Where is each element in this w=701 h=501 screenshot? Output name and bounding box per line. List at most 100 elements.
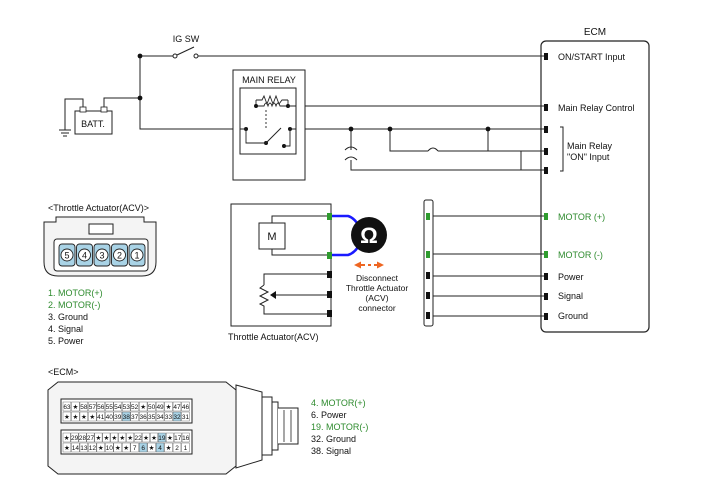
ecm-pin: 40: [105, 411, 114, 422]
ecm-pin: 53: [122, 401, 131, 412]
ecm-pin: 63: [62, 401, 72, 412]
ecm-pin-number: 16: [182, 435, 190, 442]
ecm-pin: 55: [105, 401, 114, 412]
ecm-pin: ★: [118, 432, 127, 443]
ecm-pin-number: 14: [72, 445, 80, 452]
ecm-pin: ★: [71, 411, 80, 422]
ecm-pin-number: ★: [103, 434, 109, 442]
ecm-pin: 35: [147, 411, 156, 422]
main-relay: MAIN RELAY: [232, 69, 306, 181]
ecm-pin-number: 6: [141, 445, 145, 452]
acv-pin-3: 3: [93, 243, 111, 267]
ecm-pin-number: 54: [114, 404, 122, 411]
ecm-main-relay-control-label: Main Relay Control: [558, 103, 635, 113]
ecm-connector-title: <ECM>: [48, 367, 79, 377]
ecm-pin: ★: [71, 401, 80, 412]
ecm-pin: 14: [71, 442, 80, 453]
ecm-pin: 28: [78, 432, 87, 443]
ecm-legend-item: 4. MOTOR(+): [311, 398, 366, 408]
potentiometer-icon: [258, 284, 328, 315]
ecm-pin: 19: [158, 432, 166, 443]
ecm-pin-number: 19: [158, 435, 166, 442]
ecm-pin: ★: [110, 432, 119, 443]
ecm-pin: ★: [165, 432, 174, 443]
ohmmeter-icon: Ω: [351, 217, 387, 253]
ecm-pin: 13: [79, 442, 89, 453]
ecm-pin-number: 39: [114, 414, 122, 421]
ecm-on-start-input-label: ON/START Input: [558, 52, 626, 62]
ecm-pin-number: 58: [80, 404, 88, 411]
disconnect-note-line-1: Disconnect: [356, 273, 399, 283]
ecm-pin: 29: [70, 432, 79, 443]
ecm-pin-number: ★: [151, 434, 157, 442]
ecm-pin: ★: [88, 411, 97, 422]
ecm-pin: ★: [62, 411, 72, 422]
acv-pin-number: 5: [64, 251, 69, 261]
ecm-legend-item: 6. Power: [311, 410, 347, 420]
acv-pin-number: 3: [99, 251, 104, 261]
battery: BATT.: [59, 97, 113, 137]
ecm-pin-number: ★: [64, 413, 70, 421]
acv-connector-title: <Throttle Actuator(ACV)>: [48, 203, 149, 213]
ecm-pin-number: ★: [140, 403, 146, 411]
ecm-pin: ★: [150, 432, 158, 443]
ecm-pin-number: 52: [131, 404, 139, 411]
ecm-pin: 52: [130, 401, 139, 412]
ecm-pin: 47: [172, 401, 182, 412]
inline-connector: [423, 199, 434, 327]
ecm-pin: ★: [113, 442, 122, 453]
relay-coil-icon: [256, 102, 288, 108]
ecm-pin-number: ★: [72, 403, 78, 411]
ecm-pin: 57: [88, 401, 97, 412]
ecm-pin: 2: [172, 442, 182, 453]
wire-crossovers: [344, 146, 439, 161]
ecm-pin: 34: [155, 411, 165, 422]
acv-pin-4: 4: [76, 243, 93, 267]
ecm-main-relay-on-label-2: "ON" Input: [567, 152, 610, 162]
ecm-pin-number: 7: [133, 445, 137, 452]
ecm-pin: 10: [105, 442, 114, 453]
power-wiring: [64, 55, 544, 171]
ecm-pin: ★: [142, 432, 150, 443]
ecm-pin-number: 28: [79, 435, 87, 442]
motor-symbol: M: [267, 231, 276, 243]
ecm-pin-number: ★: [166, 403, 172, 411]
actuator-caption: Throttle Actuator(ACV): [228, 332, 319, 342]
ecm-pin-number: 49: [156, 404, 164, 411]
ecm-pin-number: 50: [148, 404, 156, 411]
main-relay-on-bracket: [560, 126, 564, 172]
ecm-pin-number: ★: [123, 444, 129, 452]
ecm-pin: ★: [147, 442, 156, 453]
ecm-pin: 22: [134, 432, 142, 443]
ecm-motor-minus-label: MOTOR (-): [558, 250, 603, 260]
ecm-pin-number: ★: [143, 434, 149, 442]
ig-sw-label: IG SW: [173, 34, 200, 44]
ecm-pin: 32: [172, 411, 182, 422]
wire-junctions: [137, 53, 491, 132]
disconnect-note-line-2: Throttle Actuator: [346, 283, 409, 293]
ecm-pin-number: 63: [63, 404, 71, 411]
ecm-pin-number: 46: [182, 404, 190, 411]
ecm-pin-number: ★: [166, 444, 172, 452]
ecm-pin-number: ★: [64, 434, 70, 442]
ecm-pin-number: 34: [156, 414, 164, 421]
ecm-pin: 58: [79, 401, 89, 412]
disconnect-note: Disconnect Throttle Actuator (ACV) conne…: [346, 273, 409, 313]
ecm-pin: 7: [130, 442, 139, 453]
ecm-pin: 16: [181, 432, 190, 443]
acv-pin-1: 1: [128, 243, 146, 267]
acv-pin-number: 4: [82, 251, 87, 261]
ecm-pin-number: ★: [119, 434, 125, 442]
ig-switch: IG SW: [172, 34, 200, 59]
ecm-pin: 37: [130, 411, 139, 422]
ecm-pin-number: 29: [71, 435, 79, 442]
ecm-pin-number: ★: [127, 434, 133, 442]
ecm-pin: 38: [122, 411, 131, 422]
disconnect-note-line-3: (ACV): [365, 293, 388, 303]
ecm-pin-number: 12: [89, 445, 97, 452]
ecm-pin-number: 32: [173, 414, 181, 421]
ecm-pin-number: 57: [89, 404, 97, 411]
